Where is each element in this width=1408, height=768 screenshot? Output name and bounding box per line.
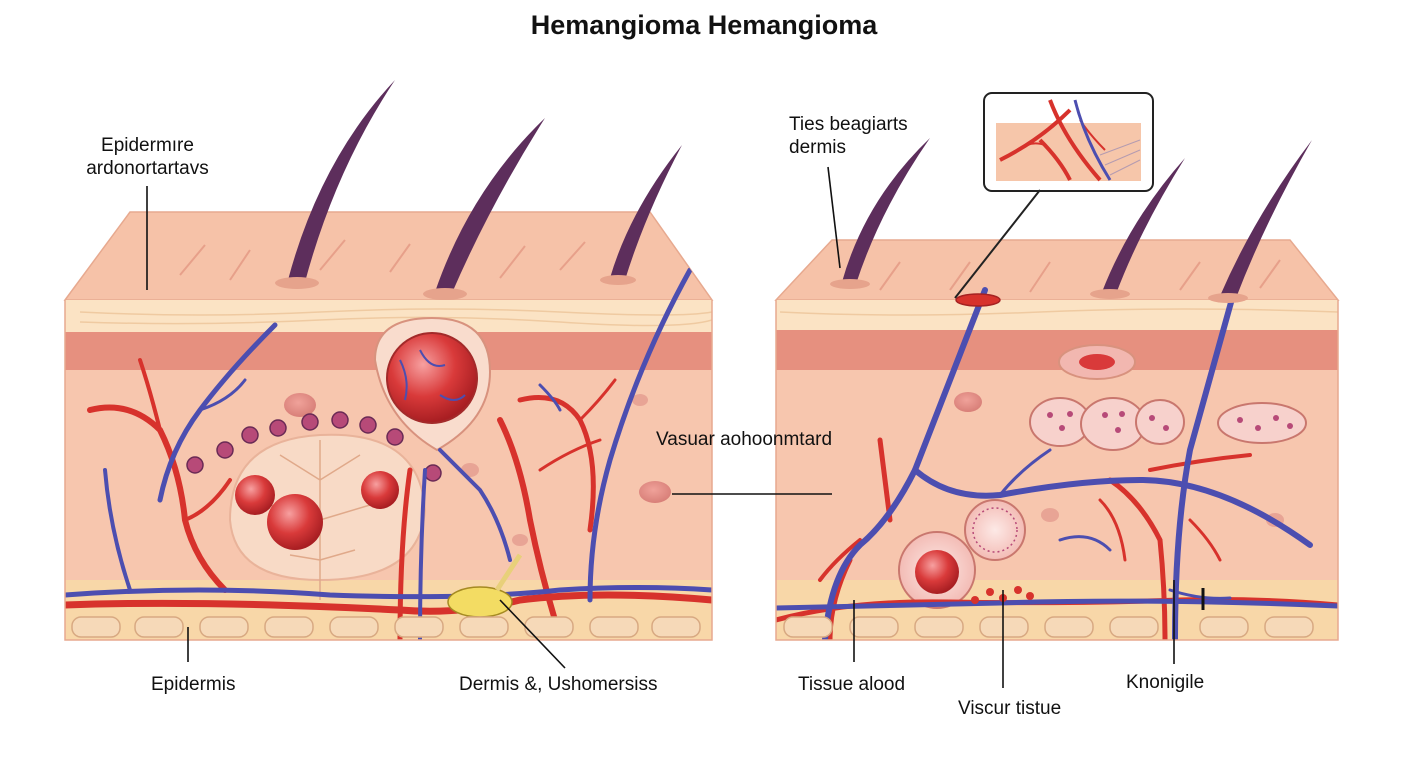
left-hemangioma-cyst [386,332,478,424]
left-skin-surface [63,211,714,301]
label-left-bottom-epidermis: Epidermis [151,674,236,695]
left-beaded-vessel [186,411,442,482]
left-red-nodule [267,494,323,550]
label-right-bottom-viscur: Viscur tistue [958,698,1062,719]
right-hair-shafts [842,138,1312,298]
label-right-top-line2: dermis [789,137,847,158]
label-left-epidermis-top-line2: ardonortartavs [86,158,209,179]
label-right-top: Ties beagiarts dermis [789,113,908,159]
left-spot [284,393,316,417]
right-skin-block [774,138,1340,641]
right-fat-cells [783,616,1314,638]
left-epidermis-band [65,300,712,332]
right-spot [1041,508,1059,522]
right-cell-nodules [1029,397,1307,451]
page-title: Hemangioma Hemangioma [530,10,878,40]
leader-lines [146,166,1205,688]
label-left-epidermis-top: Epidermıre ardonortartavs [70,134,225,180]
label-right-bottom-tissue: Tissue alood [798,674,906,695]
label-left-epidermis-top-line1: Epidermıre [101,135,194,156]
left-hair-shafts [288,80,682,293]
left-skin-block [63,80,714,641]
left-red-nodule [361,471,399,509]
label-right-top-line1: Ties beagiarts [789,114,908,135]
label-center-vascular: Vasuar aohoonmtard [656,429,833,450]
left-spot [639,481,671,503]
leader-left-dermis [499,599,566,669]
left-spot [512,534,528,546]
right-dermis-band [776,330,1338,370]
right-spot [954,392,982,412]
right-blood-cells [971,586,1034,604]
left-red-nodule [235,475,275,515]
label-right-bottom-knonigile: Knonigile [1126,672,1205,693]
right-cyst [964,499,1026,561]
left-spot [632,394,648,406]
right-vein-network [776,267,1338,640]
vessel-inset [954,92,1154,299]
leader-right-top [827,166,841,269]
left-fat-cells [71,616,701,638]
label-left-bottom-dermis: Dermis &, Ushomersiss [459,674,658,695]
